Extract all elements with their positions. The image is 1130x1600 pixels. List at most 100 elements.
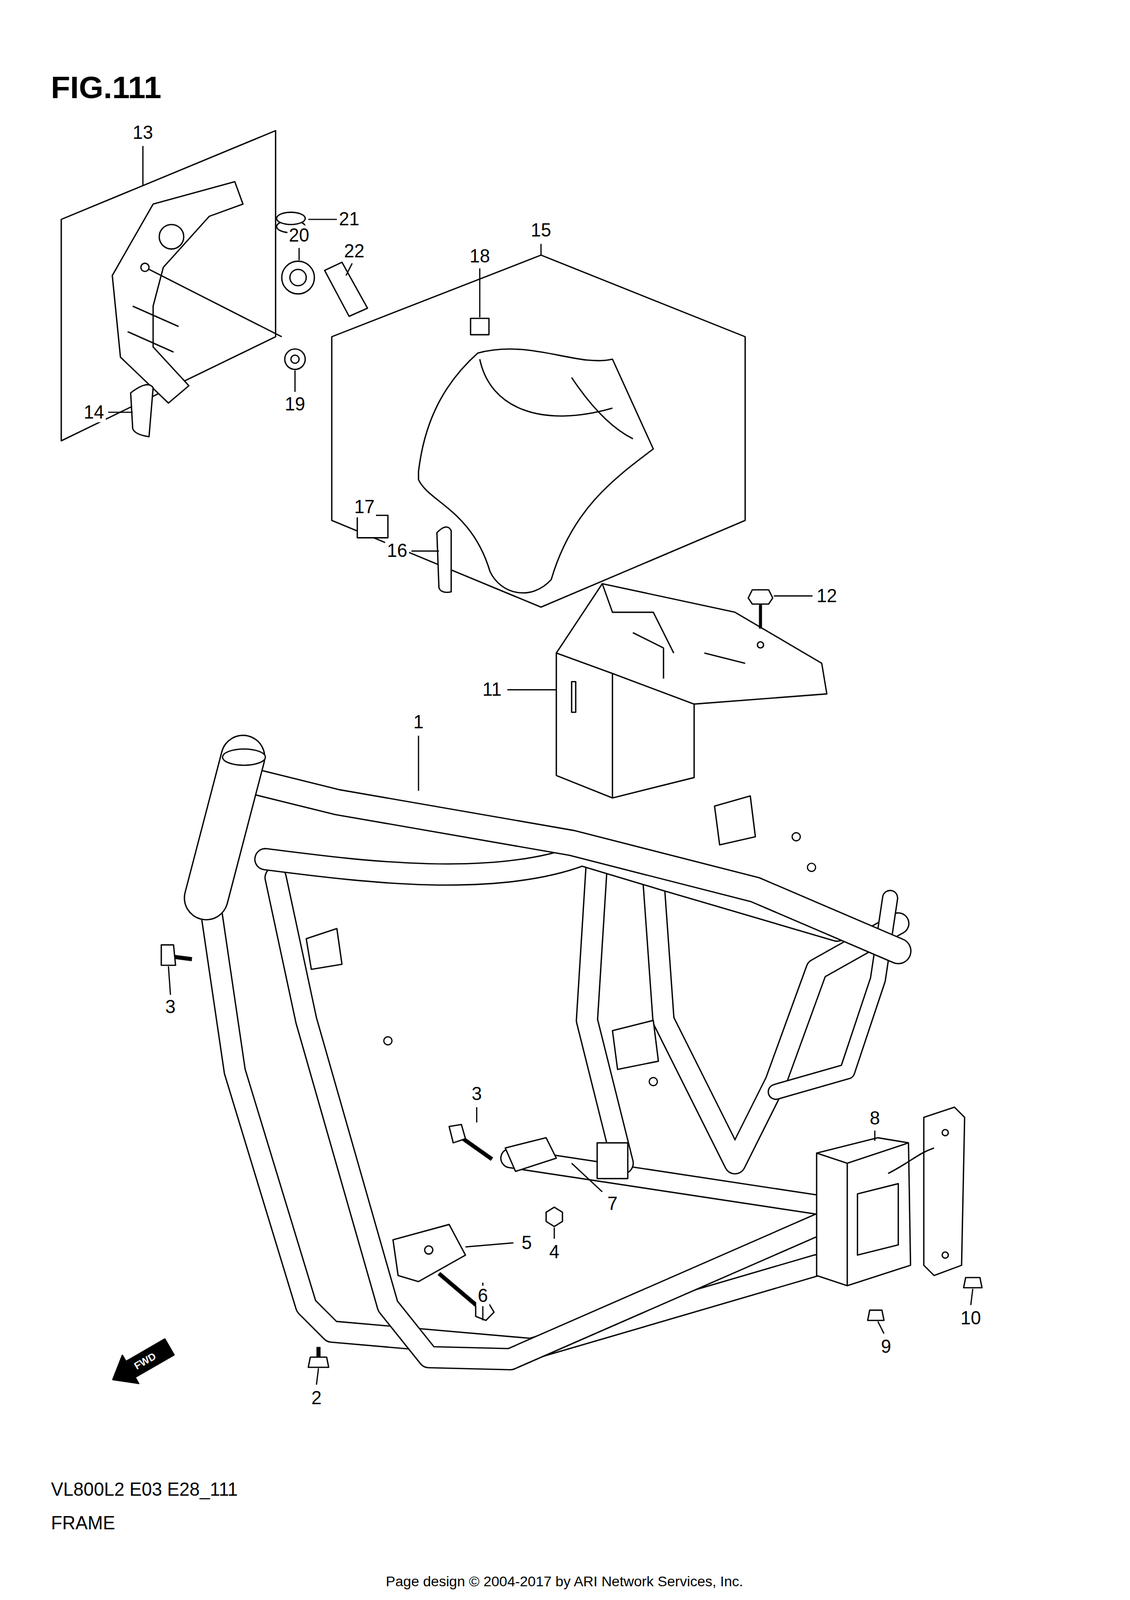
callout-number: 2: [309, 1388, 324, 1409]
mount-plate: [612, 1020, 659, 1070]
grommet-part: [290, 269, 307, 286]
callout-number: 10: [959, 1308, 983, 1329]
leader-line: [571, 1163, 603, 1193]
bolt-part: [308, 1357, 329, 1368]
hole: [424, 1246, 433, 1255]
leader-line: [294, 370, 296, 392]
callout-number: 11: [480, 679, 503, 701]
ecu-bracket: [816, 1138, 911, 1287]
mount-plate: [714, 796, 756, 846]
frame-tube: [229, 775, 898, 952]
leader-line: [168, 966, 171, 996]
callout-number: 18: [468, 246, 492, 267]
callout-number: 9: [879, 1337, 893, 1358]
mount-plate: [505, 1138, 557, 1172]
leader-line: [142, 146, 144, 186]
leader-line: [874, 1131, 876, 1142]
callout-number: 5: [519, 1233, 534, 1254]
leader-line: [540, 244, 542, 256]
callout-number: 21: [337, 209, 361, 230]
ecu-plate: [923, 1107, 965, 1277]
footer-text: Page design © 2004-2017 by ARI Network S…: [385, 1574, 743, 1590]
forward-arrow: [104, 1333, 178, 1395]
callout-number: 22: [342, 241, 366, 262]
callout-number: 7: [605, 1194, 620, 1215]
leader-line: [298, 248, 300, 261]
frame-tubes: [206, 749, 898, 1360]
callout-number: 8: [867, 1108, 882, 1129]
bolt-part: [963, 1278, 982, 1289]
callout-number: 14: [82, 402, 106, 423]
frame-tube: [510, 1158, 848, 1210]
callout-number: 17: [352, 497, 376, 518]
bolt-part: [867, 1310, 884, 1321]
hole: [942, 1252, 949, 1259]
callout-number: 20: [287, 225, 311, 247]
figure-title: FIG.111: [50, 70, 162, 105]
bracket-part: [127, 306, 179, 353]
frame-tube: [206, 757, 243, 899]
bolt-part: [748, 590, 773, 605]
strip-part: [437, 527, 452, 593]
leader-line: [553, 1228, 555, 1240]
leader-line: [476, 1107, 478, 1123]
leader-line: [108, 411, 133, 413]
grommet-part: [291, 355, 300, 364]
mount-plate: [306, 929, 342, 970]
slot: [571, 681, 576, 713]
leader-line: [149, 269, 282, 337]
frame-tube: [510, 1158, 848, 1210]
frame-tube: [206, 757, 243, 899]
bolt-part: [161, 945, 176, 966]
callout-number: 16: [385, 541, 409, 562]
bolt-part: [449, 1124, 466, 1144]
hole: [383, 1036, 392, 1046]
bracket-part: [112, 181, 244, 403]
bolt-part: [316, 1347, 321, 1358]
bolt-part: [439, 1273, 480, 1309]
leader-line: [417, 736, 419, 792]
strip-part: [324, 262, 368, 317]
bolt-part: [759, 602, 763, 629]
grommet-part: [281, 261, 315, 295]
hole: [807, 863, 816, 872]
footer-text: VL800L2 E03 E28_111: [50, 1480, 238, 1501]
leader-line: [479, 268, 481, 318]
mount-block: [597, 1143, 628, 1179]
callout-number: 6: [476, 1286, 490, 1307]
frame-tube: [229, 775, 898, 952]
cover-part: [418, 349, 654, 594]
hole: [649, 1078, 658, 1087]
footer-text: FRAME: [50, 1514, 115, 1535]
group-outline: [61, 130, 276, 442]
hole: [942, 1130, 949, 1137]
frame-tube: [587, 857, 623, 1164]
leader-line: [507, 689, 557, 691]
callout-number: 3: [163, 997, 178, 1018]
battery-box: [556, 584, 745, 799]
strip-part: [130, 384, 154, 437]
leader-line: [877, 1321, 884, 1335]
nut-part: [545, 1207, 563, 1228]
callout-number: 4: [547, 1242, 561, 1263]
pad-part: [470, 318, 489, 335]
battery-box: [556, 584, 827, 799]
leader-line: [465, 1243, 514, 1248]
callout-number: 12: [815, 586, 839, 607]
leader-line: [411, 550, 440, 552]
ecu-bracket: [816, 1143, 909, 1287]
callout-number: 1: [412, 712, 426, 734]
head-tube-end: [222, 749, 266, 766]
leader-line: [345, 263, 353, 276]
leader-line: [773, 595, 813, 597]
callout-number: 3: [470, 1084, 484, 1105]
grommet-part: [284, 349, 306, 370]
mount-plate: [392, 1225, 466, 1283]
hole: [792, 832, 801, 842]
cover-part: [479, 359, 633, 439]
callout-number: 13: [131, 122, 155, 143]
hole: [757, 642, 764, 649]
hole: [159, 224, 184, 249]
callout-number: 19: [283, 394, 307, 415]
